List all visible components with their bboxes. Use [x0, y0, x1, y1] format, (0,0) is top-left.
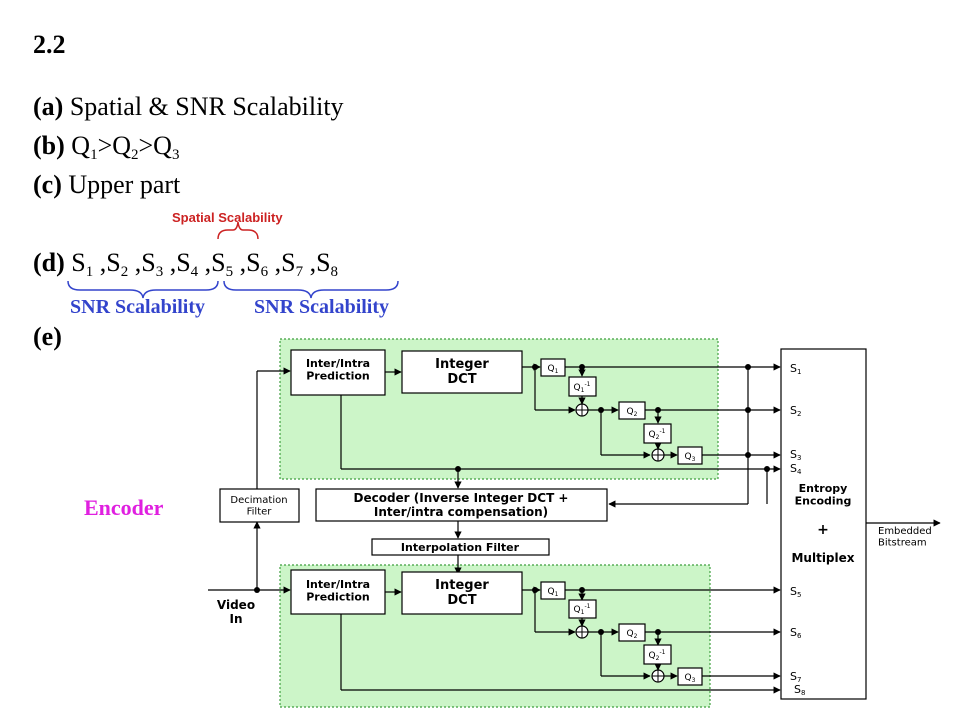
output-s1: S1 — [790, 362, 801, 376]
dct-lower-box — [401, 571, 523, 615]
q2-lower-box — [618, 623, 646, 642]
q1-inv-lower-box — [568, 599, 597, 619]
snr-scalability-right: SNR Scalability — [254, 296, 390, 318]
decoder-box — [315, 488, 608, 522]
spatial-brace — [217, 221, 259, 240]
item-a: (a) Spatial & SNR Scalability — [33, 92, 344, 122]
item-b-tag: (b) — [33, 131, 65, 160]
q2-inv-upper-box — [643, 423, 672, 444]
q3-lower-label: Q3 — [685, 673, 696, 684]
item-d-tag: (d) — [33, 248, 65, 277]
item-e-tag: (e) — [33, 322, 62, 351]
item-a-tag: (a) — [33, 92, 64, 121]
q1-lower-box — [540, 581, 566, 600]
output-s2: S2 — [790, 404, 801, 418]
output-s8: S8 — [794, 683, 805, 697]
decimation-box — [219, 488, 300, 523]
decoder-label: Decoder (Inverse Integer DCT +Inter/intr… — [353, 491, 568, 519]
q3-lower-box — [677, 667, 703, 686]
spatial-scalability-label: Spatial Scalability — [172, 210, 283, 225]
q1-upper-label: Q1 — [548, 364, 559, 375]
q2-upper-label: Q2 — [627, 407, 638, 418]
q1-lower-label: Q1 — [548, 587, 559, 598]
q3-upper-label: Q3 — [685, 452, 696, 463]
multiplex-box — [780, 348, 867, 700]
item-d-text: S1 ,S2 ,S3 ,S4 ,S5 ,S6 ,S7 ,S8 — [71, 248, 339, 280]
item-b-text: Q1>Q2>Q3 — [71, 131, 180, 163]
q2-inv-lower-box — [643, 644, 672, 665]
snr-brace-right — [223, 280, 399, 299]
item-c-text: Upper part — [68, 170, 181, 199]
item-c-tag: (c) — [33, 170, 62, 199]
multiplex-label: Multiplex — [791, 551, 854, 565]
q2-upper-box — [618, 401, 646, 420]
q2-lower-label: Q2 — [627, 629, 638, 640]
item-d: (d) S1 ,S2 ,S3 ,S4 ,S5 ,S6 ,S7 ,S8 — [33, 248, 338, 281]
q1-inv-upper-box — [568, 376, 597, 397]
output-s7: S7 — [790, 670, 801, 684]
item-e: (e) — [33, 322, 62, 352]
q1-upper-box — [540, 358, 566, 377]
section-number: 2.2 — [33, 30, 66, 59]
plus-label: + — [817, 522, 829, 538]
output-s3: S3 — [790, 448, 801, 462]
item-a-text: Spatial & SNR Scalability — [69, 92, 344, 121]
item-c: (c) Upper part — [33, 170, 180, 200]
snr-scalability-left: SNR Scalability — [70, 296, 206, 318]
inter-intra-upper-box — [290, 349, 386, 396]
output-s6: S6 — [790, 626, 802, 640]
q3-upper-box — [677, 446, 703, 465]
inter-intra-lower-box — [290, 569, 386, 615]
interpolation-label: Interpolation Filter — [401, 541, 520, 554]
interpolation-box — [371, 538, 550, 556]
item-b: (b) Q1>Q2>Q3 — [33, 131, 179, 164]
encoder-label: Encoder — [84, 495, 164, 520]
output-s4: S4 — [790, 462, 802, 476]
output-s5: S5 — [790, 585, 801, 599]
snr-brace-left — [67, 280, 219, 299]
dct-upper-box — [401, 350, 523, 394]
